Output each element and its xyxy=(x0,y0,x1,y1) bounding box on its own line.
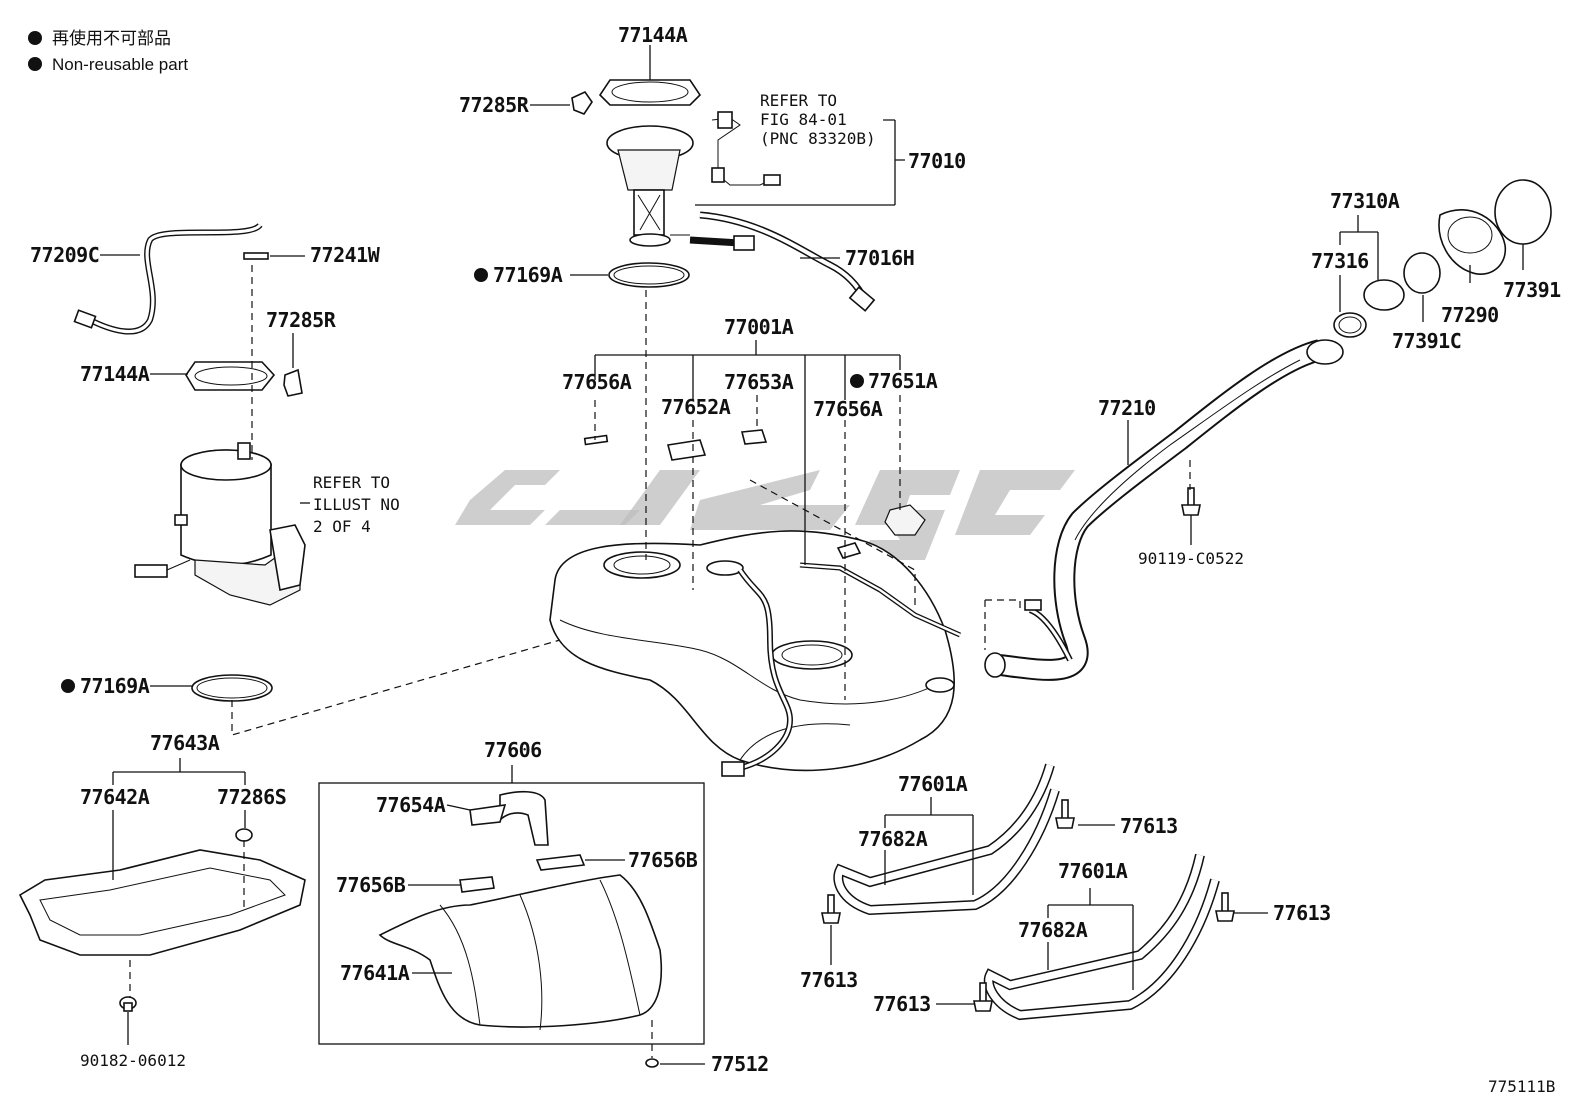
svg-text:FIG 84-01: FIG 84-01 xyxy=(760,110,847,129)
fuel-pump-assembly-drawing xyxy=(571,79,876,312)
part-label-77606: 77606 xyxy=(484,738,542,762)
legend-japanese: 再使用不可部品 xyxy=(52,28,171,48)
svg-text:(PNC 83320B): (PNC 83320B) xyxy=(760,129,876,148)
figure-id: 775111B xyxy=(1488,1077,1555,1096)
part-label-77001A: 77001A xyxy=(724,315,794,339)
part-label-77652A: 77652A xyxy=(661,395,731,419)
svg-text:2 OF 4: 2 OF 4 xyxy=(313,517,371,536)
part-label-77144A: 77144A xyxy=(80,362,150,386)
part-label-77601A: 77601A xyxy=(1058,859,1128,883)
sub-tank-assembly-drawing xyxy=(73,222,306,702)
insulator-group-box xyxy=(318,782,705,1068)
part-label-77653A: 77653A xyxy=(724,370,794,394)
fuel-tank-drawing xyxy=(549,429,962,777)
protector-drawing xyxy=(18,828,306,1012)
part-label-90119-C0522: 90119-C0522 xyxy=(1138,549,1244,568)
part-label-77016H: 77016H xyxy=(845,246,914,270)
note-refer-illust: REFER TO ILLUST NO 2 OF 4 xyxy=(313,473,400,536)
leader-lines xyxy=(100,45,1524,1065)
part-label-77210: 77210 xyxy=(1098,396,1156,420)
part-label-77613: 77613 xyxy=(873,992,931,1016)
part-label-77144A: 77144A xyxy=(618,23,688,47)
note-refer-fig: REFER TO FIG 84-01 (PNC 83320B) xyxy=(760,91,876,148)
part-label-77285R: 77285R xyxy=(266,308,337,332)
non-reusable-marker-icon xyxy=(61,679,75,693)
part-label-77613: 77613 xyxy=(1120,814,1178,838)
part-label-77285R: 77285R xyxy=(459,93,530,117)
non-reusable-bullet-icon xyxy=(28,31,42,45)
part-label-77643A: 77643A xyxy=(150,731,220,755)
part-label-77169A: 77169A xyxy=(80,674,150,698)
part-label-77656B: 77656B xyxy=(336,873,406,897)
part-label-77613: 77613 xyxy=(1273,901,1331,925)
part-label-77642A: 77642A xyxy=(80,785,150,809)
svg-text:ILLUST NO: ILLUST NO xyxy=(313,495,400,514)
part-label-77316: 77316 xyxy=(1311,249,1369,273)
part-label-77654A: 77654A xyxy=(376,793,446,817)
legend: 再使用不可部品 Non-reusable part xyxy=(28,28,188,74)
part-label-77241W: 77241W xyxy=(310,243,381,267)
part-label-77656A: 77656A xyxy=(562,370,632,394)
part-label-77286S: 77286S xyxy=(217,785,286,809)
part-label-77391C: 77391C xyxy=(1392,329,1461,353)
svg-text:REFER TO: REFER TO xyxy=(313,473,390,492)
part-label-77613: 77613 xyxy=(800,968,858,992)
part-label-77682A: 77682A xyxy=(858,827,928,851)
part-label-77209C: 77209C xyxy=(30,243,99,267)
part-label-77656A: 77656A xyxy=(813,397,883,421)
filler-pipe-drawing xyxy=(984,179,1552,681)
non-reusable-marker-icon xyxy=(850,374,864,388)
part-label-77391: 77391 xyxy=(1503,278,1561,302)
part-label-77651A: 77651A xyxy=(868,369,938,393)
part-label-77512: 77512 xyxy=(711,1052,769,1076)
tank-bands-drawing xyxy=(821,763,1235,1021)
part-label-77656B: 77656B xyxy=(628,848,698,872)
part-label-90182-06012: 90182-06012 xyxy=(80,1051,186,1070)
legend-english: Non-reusable part xyxy=(52,55,188,74)
part-label-77010: 77010 xyxy=(908,149,966,173)
part-label-77310A: 77310A xyxy=(1330,189,1400,213)
non-reusable-marker-icon xyxy=(474,268,488,282)
part-label-77641A: 77641A xyxy=(340,961,410,985)
part-label-77290: 77290 xyxy=(1441,303,1499,327)
svg-text:REFER TO: REFER TO xyxy=(760,91,837,110)
non-reusable-bullet-icon xyxy=(28,57,42,71)
part-label-77601A: 77601A xyxy=(898,772,968,796)
part-label-77169A: 77169A xyxy=(493,263,563,287)
part-labels: 77144A 77285R 77010 77016H 77169A 77209C… xyxy=(30,23,1562,1076)
part-label-77682A: 77682A xyxy=(1018,918,1088,942)
